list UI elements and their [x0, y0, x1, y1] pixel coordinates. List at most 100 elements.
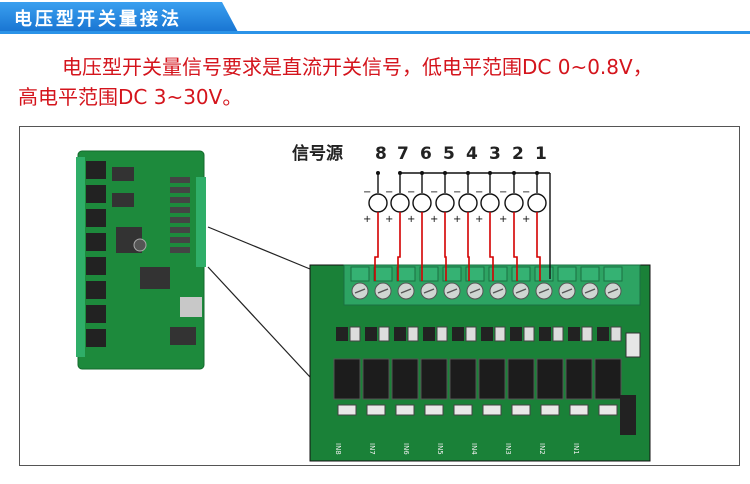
plus-sign: +	[522, 214, 530, 225]
smd-part	[436, 326, 448, 342]
input-label-IN7: IN7	[368, 443, 376, 455]
smd-part	[539, 327, 551, 341]
terminal-slot	[603, 266, 623, 282]
signal-wire-5	[444, 212, 447, 281]
screw-slot	[423, 288, 435, 294]
callout-line-bottom	[207, 266, 311, 378]
smd-part	[452, 327, 464, 341]
optocoupler	[333, 358, 361, 400]
header-tab-shape	[0, 2, 238, 32]
signal-source-2	[504, 193, 524, 213]
plus-sign: +	[499, 214, 507, 225]
smd-part	[378, 326, 390, 342]
terminal-slot	[511, 266, 531, 282]
screw-slot	[469, 288, 481, 294]
smd-part	[552, 326, 564, 342]
smd-part	[336, 327, 348, 341]
signal-wire-3	[489, 212, 494, 281]
channel-number-5: 5	[443, 144, 455, 164]
header-divider	[0, 31, 750, 34]
signal-source-6	[412, 193, 432, 213]
signal-source-3	[480, 193, 500, 213]
optocoupler	[449, 358, 477, 400]
smd-part	[610, 326, 622, 342]
minus-sign: −	[522, 187, 530, 198]
minus-sign: −	[363, 187, 371, 198]
signal-wire-2	[513, 212, 518, 281]
screw-slot	[354, 288, 366, 294]
resistor	[482, 404, 502, 416]
smd-part	[581, 326, 593, 342]
screw-slot	[492, 288, 504, 294]
minus-sign: −	[407, 187, 415, 198]
screw-slot	[377, 288, 389, 294]
board-components	[333, 326, 622, 416]
terminal-slot	[442, 266, 462, 282]
input-label-IN8: IN8	[334, 443, 342, 455]
screw-slot	[538, 288, 550, 294]
screw-slot	[400, 288, 412, 294]
signal-wire-8	[374, 212, 379, 281]
optocoupler	[507, 358, 535, 400]
minus-sign: −	[475, 187, 483, 198]
terminal-slot	[373, 266, 393, 282]
input-label-IN5: IN5	[436, 443, 444, 455]
input-label-IN3: IN3	[504, 443, 512, 455]
junction-dot	[512, 171, 516, 175]
plus-sign: +	[453, 214, 461, 225]
terminal-slot	[350, 266, 370, 282]
channel-number-6: 6	[420, 144, 432, 164]
screw-slot	[584, 288, 596, 294]
smd-part	[568, 327, 580, 341]
section-title: 电压型开关量接法	[14, 9, 182, 30]
signal-wire-1	[536, 212, 541, 281]
smd-part	[394, 327, 406, 341]
resistor	[453, 404, 473, 416]
channel-number-7: 7	[397, 144, 409, 164]
plus-sign: +	[363, 214, 371, 225]
terminal-slot	[396, 266, 416, 282]
optocoupler	[536, 358, 564, 400]
screw-slot	[515, 288, 527, 294]
signal-source-1	[527, 193, 547, 213]
channel-number-1: 1	[535, 144, 547, 164]
junction-dot	[466, 171, 470, 175]
input-label-IN1: IN1	[572, 443, 580, 455]
junction-dot	[420, 171, 424, 175]
minus-sign: −	[499, 187, 507, 198]
smd-part	[423, 327, 435, 341]
plus-sign: +	[430, 214, 438, 225]
junction-dot	[535, 171, 539, 175]
screw-slot	[607, 288, 619, 294]
smd-part	[494, 326, 506, 342]
resistor	[540, 404, 560, 416]
terminal-slot	[557, 266, 577, 282]
signal-source-5	[435, 193, 455, 213]
resistor	[395, 404, 415, 416]
terminal-slot	[580, 266, 600, 282]
wiring: −+−+−+−+−+−+−+−+	[363, 171, 551, 281]
callout-line-top	[207, 226, 311, 270]
smd-part	[597, 327, 609, 341]
signal-source-label: 信号源	[292, 143, 343, 164]
junction-dot	[398, 171, 402, 175]
board-overview-image	[76, 150, 206, 370]
description: 电压型开关量信号要求是直流开关信号，低电平范围DC 0~0.8V， 高电平范围D…	[18, 52, 738, 112]
screw-slot	[446, 288, 458, 294]
smd-part	[465, 326, 477, 342]
channel-number-8: 8	[375, 144, 387, 164]
junction-dot	[488, 171, 492, 175]
input-label-IN2: IN2	[538, 443, 546, 455]
description-line-2: 高电平范围DC 3~30V。	[18, 85, 243, 109]
minus-sign: −	[385, 187, 393, 198]
optocoupler	[420, 358, 448, 400]
plus-sign: +	[475, 214, 483, 225]
section-header: 电压型开关量接法	[0, 0, 750, 36]
input-label-IN6: IN6	[402, 443, 410, 455]
channel-number-3: 3	[489, 144, 501, 164]
resistor	[424, 404, 444, 416]
smd-part	[407, 326, 419, 342]
